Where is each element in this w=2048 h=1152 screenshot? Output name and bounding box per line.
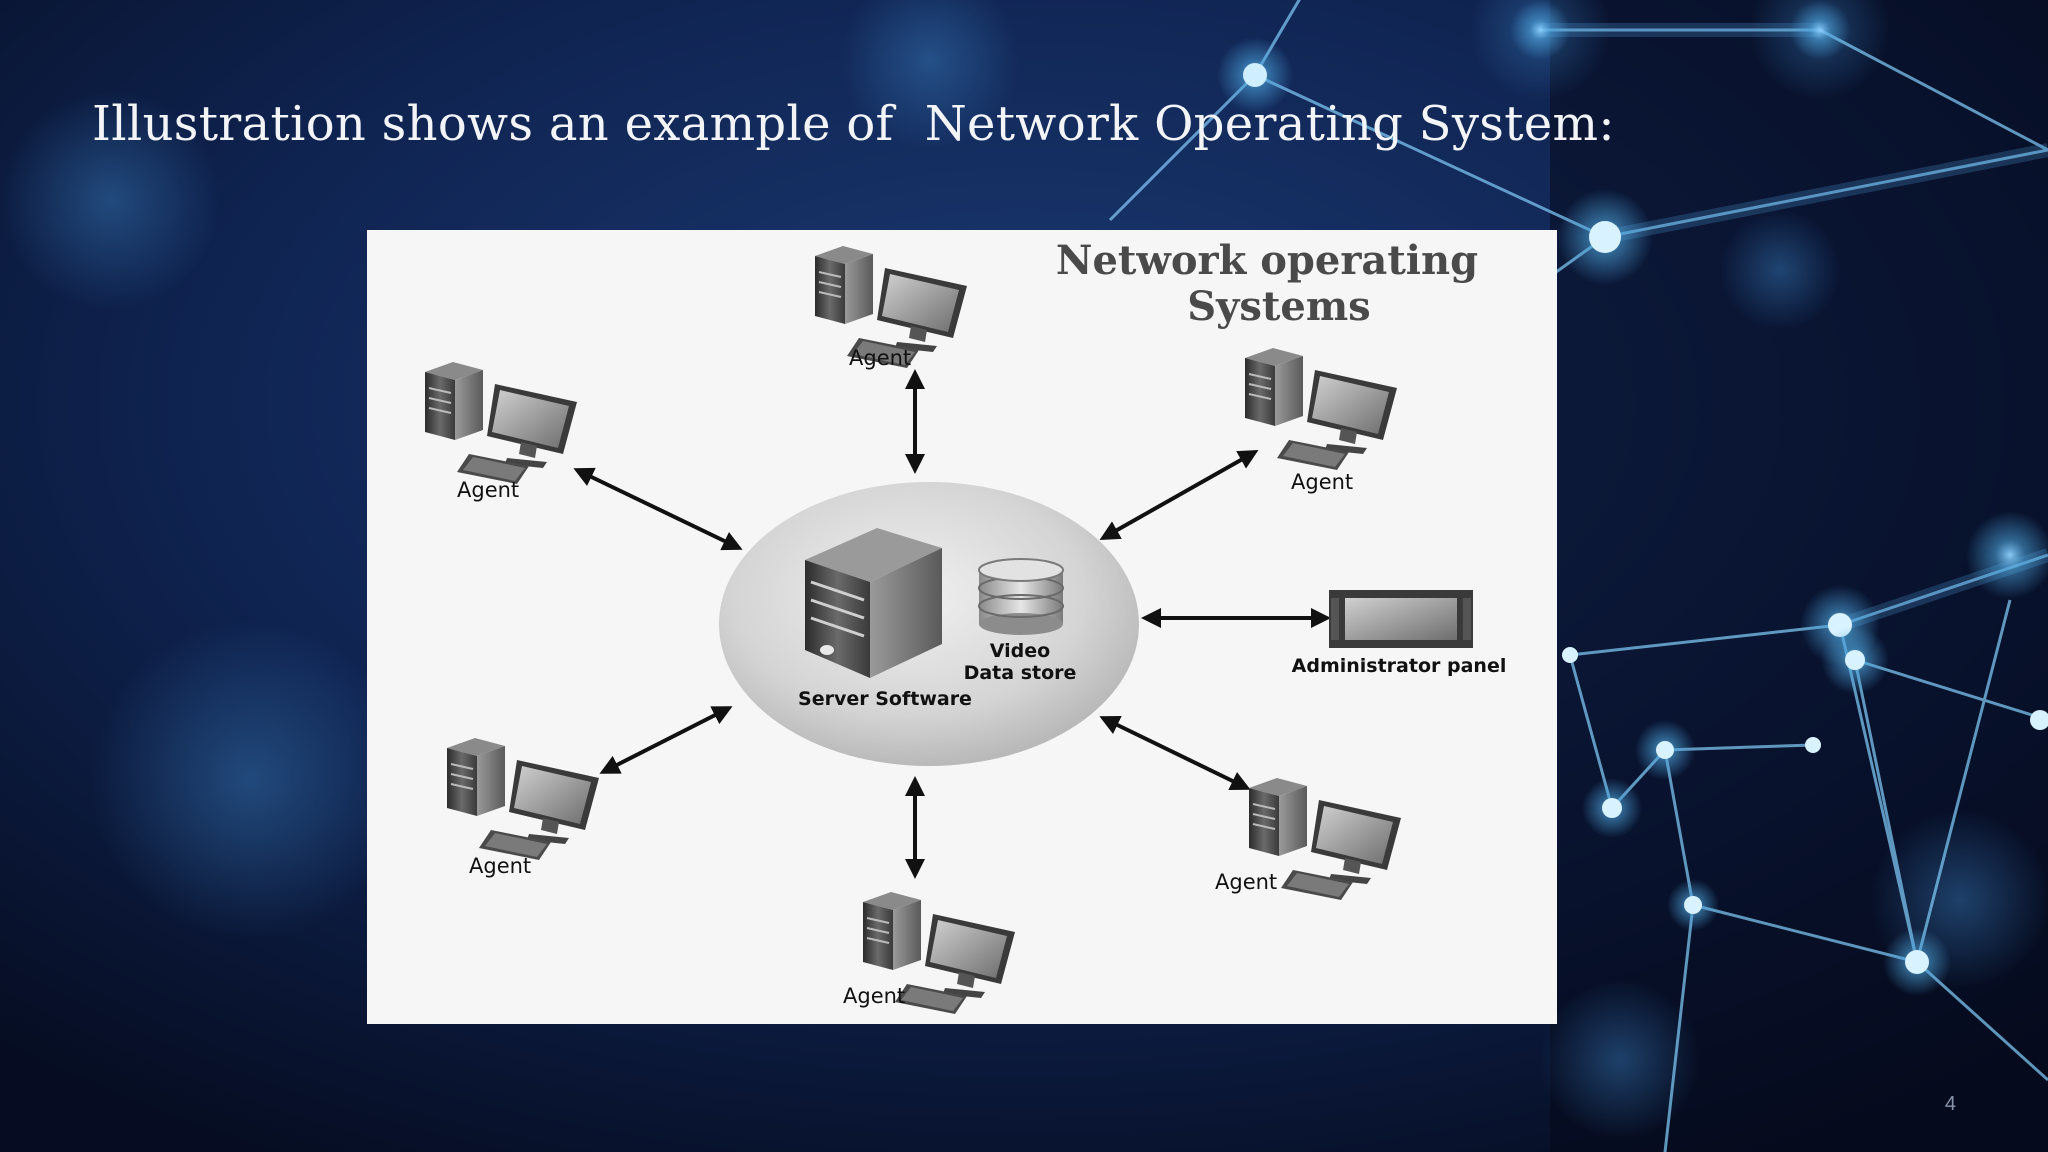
datastore-label-line1: Video xyxy=(990,640,1050,662)
database-icon xyxy=(978,558,1064,635)
agent-label: Agent xyxy=(1215,870,1277,894)
arrow-upper-right-agent xyxy=(1099,450,1259,540)
admin-panel: Administrator panel xyxy=(1292,590,1507,677)
diagram-canvas: Network operating Systems xyxy=(424,237,1507,1015)
admin-panel-label: Administrator panel xyxy=(1292,655,1507,677)
server-hub: Video Data store Server Software xyxy=(719,482,1139,766)
agent-upper-left: Agent xyxy=(424,361,578,502)
network-os-diagram: Network operating Systems xyxy=(367,230,1557,1024)
agent-label: Agent xyxy=(457,478,519,502)
arrow-lower-right-agent xyxy=(1099,716,1251,790)
computer-icon xyxy=(446,737,600,861)
agent-label: Agent xyxy=(469,854,531,878)
diagram-title-line1: Network operating xyxy=(1056,237,1478,284)
computer-icon xyxy=(1244,347,1398,471)
agent-top: Agent xyxy=(814,245,968,370)
agent-label: Agent xyxy=(843,984,905,1008)
diagram-title-line2: Systems xyxy=(1187,283,1370,330)
agent-bottom: Agent xyxy=(843,891,1016,1015)
arrow-upper-left-agent xyxy=(573,467,743,551)
agent-lower-right: Agent xyxy=(1215,777,1402,901)
arrow-lower-left-agent xyxy=(599,706,733,774)
agent-label: Agent xyxy=(849,346,911,370)
agent-label: Agent xyxy=(1291,470,1353,494)
agent-lower-left: Agent xyxy=(446,737,600,878)
server-icon xyxy=(805,528,942,678)
page-number: 4 xyxy=(1944,1093,1956,1115)
server-software-label: Server Software xyxy=(798,688,972,710)
slide-title: Illustration shows an example of Network… xyxy=(92,96,1615,152)
connection-arrows xyxy=(573,369,1331,879)
agent-upper-right: Agent xyxy=(1244,347,1398,494)
datastore-label-line2: Data store xyxy=(964,662,1077,684)
computer-icon xyxy=(424,361,578,485)
